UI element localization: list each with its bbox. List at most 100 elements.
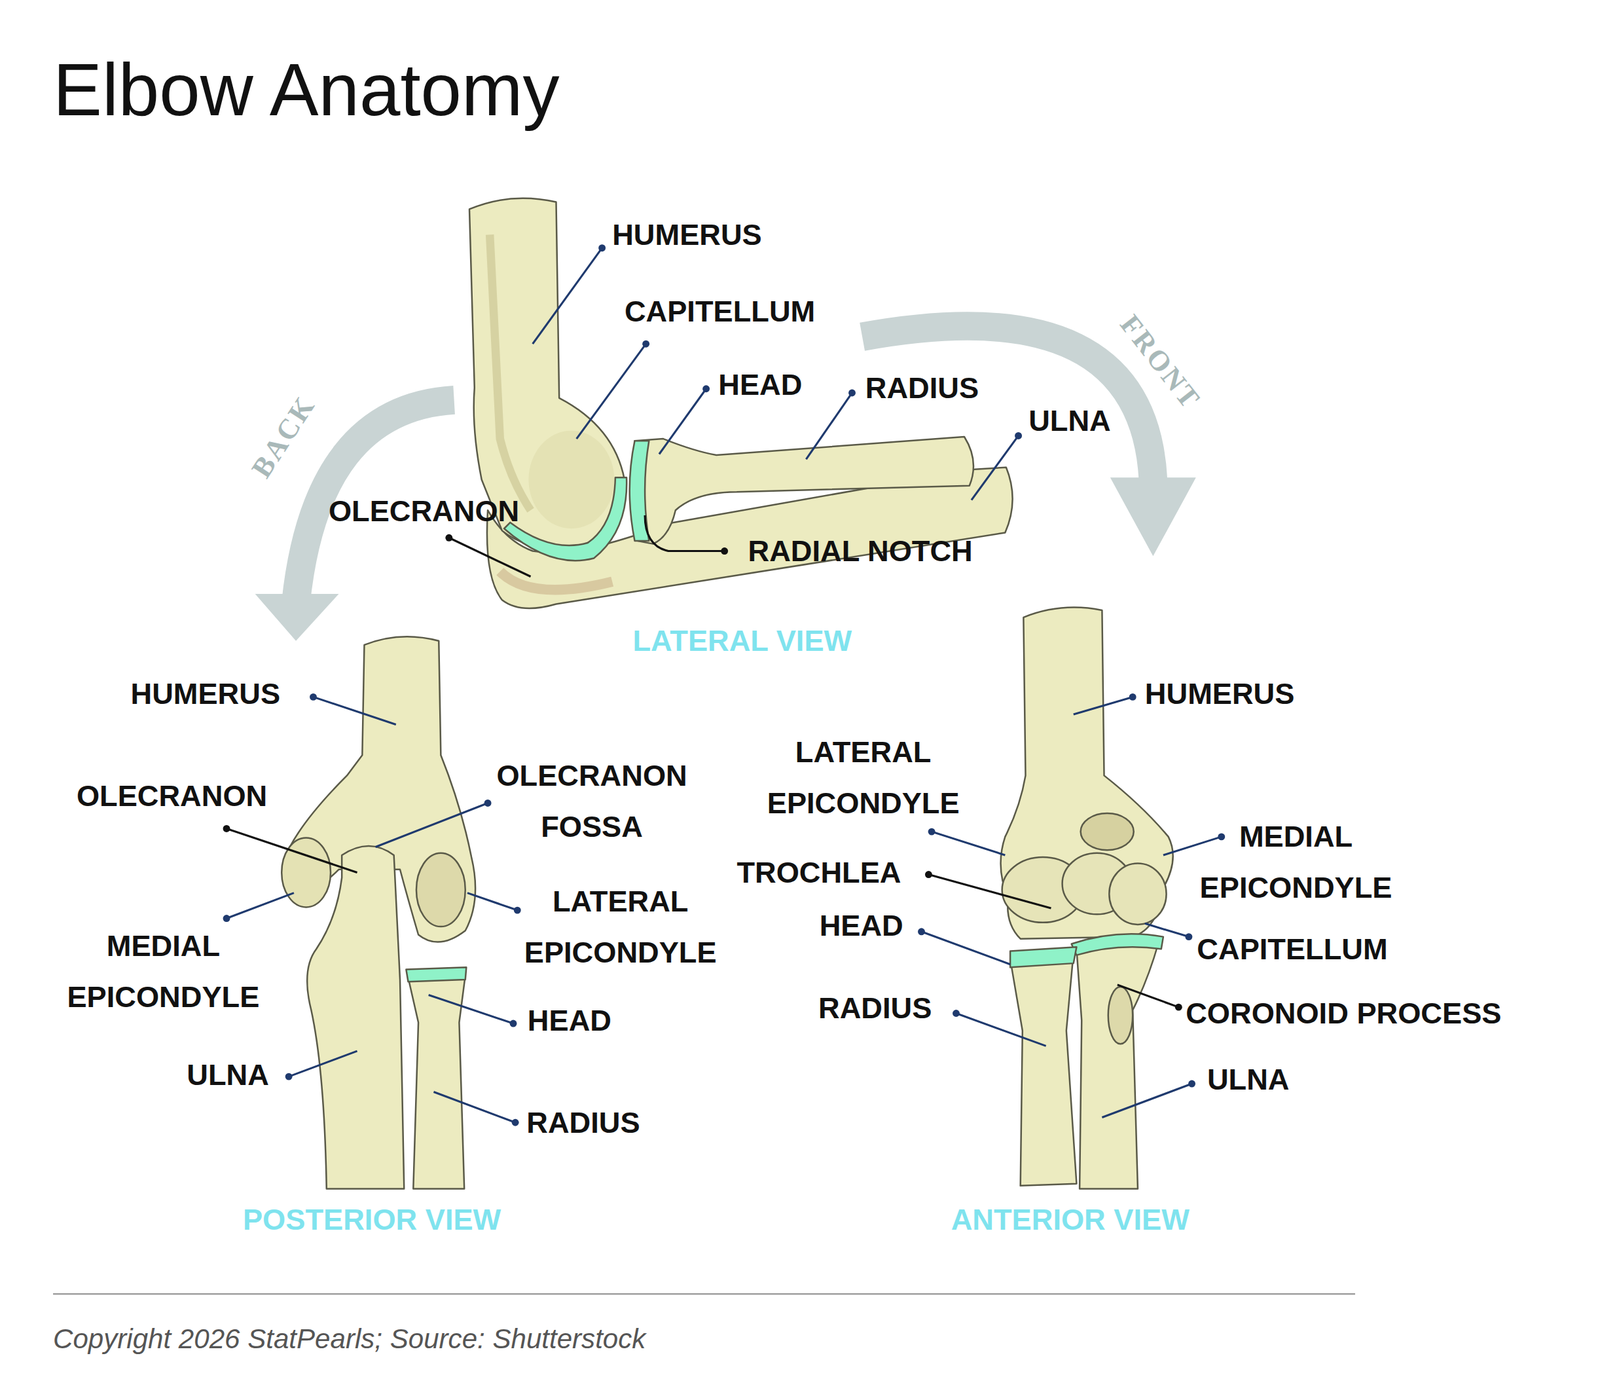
part-label: RADIAL NOTCH (748, 532, 973, 569)
coronoid-fossa (1080, 813, 1134, 850)
part-label: OLECRANON FOSSA (458, 749, 725, 852)
cartilage (1010, 946, 1077, 967)
view-title: POSTERIOR VIEW (242, 1200, 501, 1238)
caption: Copyright 2026 StatPearls; Source: Shutt… (53, 1320, 646, 1358)
part-label: RADIUS (865, 369, 979, 406)
leader-dot (848, 389, 856, 397)
leader-line (1145, 923, 1189, 937)
title: Elbow Anatomy (53, 47, 560, 133)
radius-bone (635, 436, 974, 545)
view-title: LATERAL VIEW (632, 622, 852, 660)
posterior-bones (281, 636, 476, 1189)
leader-line (226, 828, 358, 873)
leader-line (931, 831, 1005, 855)
part-label: HUMERUS (612, 216, 763, 253)
leader-dot (1217, 832, 1225, 840)
part-label: OLECRANON (328, 492, 520, 530)
part-label: TROCHLEA (736, 853, 901, 891)
leader-line (805, 392, 852, 459)
leader-dot (285, 1072, 293, 1081)
leader-line (1101, 1083, 1192, 1117)
cartilage (504, 477, 627, 561)
leader-dot (309, 693, 317, 701)
leader-dot (952, 1009, 960, 1017)
condyle-shade (528, 430, 615, 529)
leader-dot (223, 824, 231, 833)
radius-bone (1010, 953, 1077, 1186)
leader-line (428, 994, 514, 1024)
arrow-head (255, 593, 340, 641)
leader-line (449, 537, 531, 577)
leader-line (576, 343, 647, 439)
bone-shade (489, 234, 531, 510)
leader-dot (1129, 693, 1137, 701)
leader-line (1163, 836, 1222, 855)
leader-line (1073, 696, 1133, 714)
medial-epicondyle (281, 837, 331, 907)
part-label: HEAD (718, 365, 802, 403)
ulna-bone (307, 845, 404, 1189)
leader-line (467, 892, 518, 910)
part-label: ULNA (1028, 401, 1111, 439)
lateral-epicondyle (416, 853, 466, 927)
leader-dot (598, 244, 606, 252)
ulna-bone (1076, 939, 1159, 1189)
leader-line (532, 248, 603, 344)
part-label: MEDIAL EPICONDYLE (1163, 811, 1429, 914)
leader-line (226, 892, 294, 919)
view-title: ANTERIOR VIEW (951, 1200, 1190, 1238)
leaders (226, 248, 1222, 1123)
leader-line (433, 1091, 516, 1123)
rule-line (53, 1292, 1356, 1295)
leader-line (644, 515, 725, 552)
leader-line (956, 1012, 1047, 1046)
leader-dot (917, 927, 926, 935)
capitellum (1109, 862, 1166, 925)
part-label: HUMERUS (1145, 675, 1295, 713)
bone-shade (500, 571, 613, 590)
leader-dot (445, 534, 453, 542)
leader-line (971, 435, 1019, 500)
part-label: LATERAL EPICONDYLE (487, 875, 753, 978)
arrow-head (1110, 477, 1197, 556)
leader-line (1117, 984, 1180, 1007)
cartilage (405, 966, 467, 982)
part-label: MEDIAL EPICONDYLE (30, 920, 296, 1023)
radius-bone (407, 975, 465, 1189)
leader-line (375, 802, 488, 847)
leader-dot (1014, 432, 1022, 440)
leader-dot (509, 1019, 518, 1028)
humerus-bone (1000, 607, 1174, 939)
part-label: HEAD (819, 906, 904, 944)
leader-line (288, 1050, 357, 1077)
leader-line (921, 931, 1011, 965)
leader-dot (702, 384, 710, 393)
leader-dot (925, 870, 933, 878)
leader-line (928, 874, 1051, 909)
leader-dot (511, 1118, 520, 1127)
lateral-bones (469, 198, 1013, 609)
part-label: CORONOID PROCESS (1185, 994, 1502, 1032)
leader-line (313, 696, 397, 725)
leader-dot (1184, 932, 1193, 941)
part-label: CAPITELLUM (1196, 930, 1388, 967)
direction-label: BACK (245, 389, 323, 484)
leader-dot (1175, 1003, 1183, 1011)
leader-dot (1188, 1080, 1196, 1088)
part-label: LATERAL EPICONDYLE (730, 726, 996, 829)
part-label: OLECRANON (76, 777, 268, 815)
cartilage (1071, 933, 1164, 955)
part-label: HUMERUS (130, 675, 281, 713)
leader-dot (484, 799, 492, 807)
part-label: ULNA (186, 1055, 270, 1093)
bone-shade (1108, 986, 1133, 1044)
leader-dots (223, 244, 1226, 1126)
part-label: CAPITELLUM (624, 292, 816, 330)
part-label: RADIUS (526, 1103, 640, 1141)
leader-dot (642, 340, 650, 348)
leader-dot (928, 828, 936, 836)
leader-dot (720, 547, 728, 555)
leader-dot (223, 914, 231, 922)
part-label: ULNA (1207, 1061, 1290, 1098)
